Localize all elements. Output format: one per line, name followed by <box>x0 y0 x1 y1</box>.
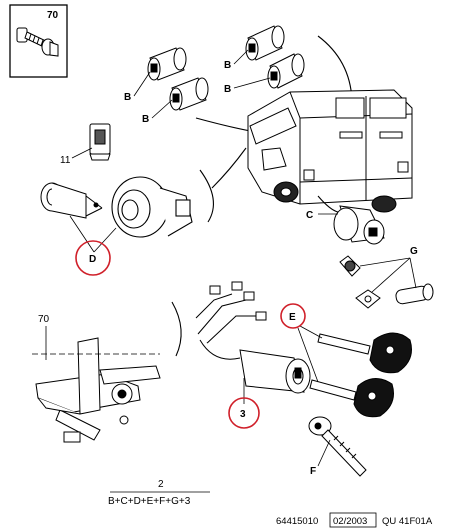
highlight-circle-d <box>75 240 111 276</box>
bolt-icon <box>16 27 59 57</box>
callout-b-3: B <box>224 60 231 71</box>
column-axis <box>32 326 160 360</box>
callout-c: C <box>306 210 313 221</box>
b-leaders <box>133 49 271 119</box>
callout-70: 70 <box>38 314 50 325</box>
footer-date-box <box>329 512 377 528</box>
lock-cylinder-d <box>40 182 103 219</box>
highlight-circle-3 <box>228 397 260 429</box>
callout-f: F <box>310 466 316 477</box>
ignition-switch <box>195 281 311 394</box>
g-parts <box>339 255 434 309</box>
fuel-cap <box>111 176 193 238</box>
callout-e: E <box>289 312 296 323</box>
footer-date: 02/2003 <box>333 516 367 527</box>
lock-cylinder-b-4 <box>267 53 305 89</box>
formula-count: 2 <box>158 479 164 490</box>
leader-f <box>317 439 331 467</box>
key-f <box>308 416 367 477</box>
clip-11 <box>89 123 111 161</box>
d-leaders <box>69 215 117 253</box>
callout-g: G <box>410 246 418 257</box>
van-illustration <box>247 89 413 213</box>
callout-b-4: B <box>224 84 231 95</box>
footer-code: QU 41F01A <box>382 516 433 527</box>
steering-column <box>35 337 161 443</box>
inset-bolt-box: 70 <box>9 4 68 78</box>
callout-3: 3 <box>240 409 246 420</box>
callout-b-1: B <box>124 92 131 103</box>
highlight-circle-e <box>280 303 306 329</box>
g-leaders <box>359 257 417 293</box>
formula-text: B+C+D+E+F+G+3 <box>108 496 191 507</box>
key-e-2 <box>309 378 394 418</box>
leader-11 <box>71 147 93 159</box>
callout-11: 11 <box>60 155 71 166</box>
callout-d: D <box>89 254 96 265</box>
lock-cylinder-b-2 <box>169 77 209 111</box>
lock-cylinder-b-3 <box>245 25 285 61</box>
inset-label: 70 <box>47 10 59 21</box>
lock-cylinder-c <box>333 205 385 245</box>
van-arcs <box>199 147 339 223</box>
footer-ref: 64415010 <box>276 516 318 527</box>
column-arc <box>171 301 182 357</box>
key-e-1 <box>317 332 412 374</box>
lock-cylinder-b-1 <box>147 47 187 81</box>
e-leaders <box>297 325 323 383</box>
callout-b-2: B <box>142 114 149 125</box>
